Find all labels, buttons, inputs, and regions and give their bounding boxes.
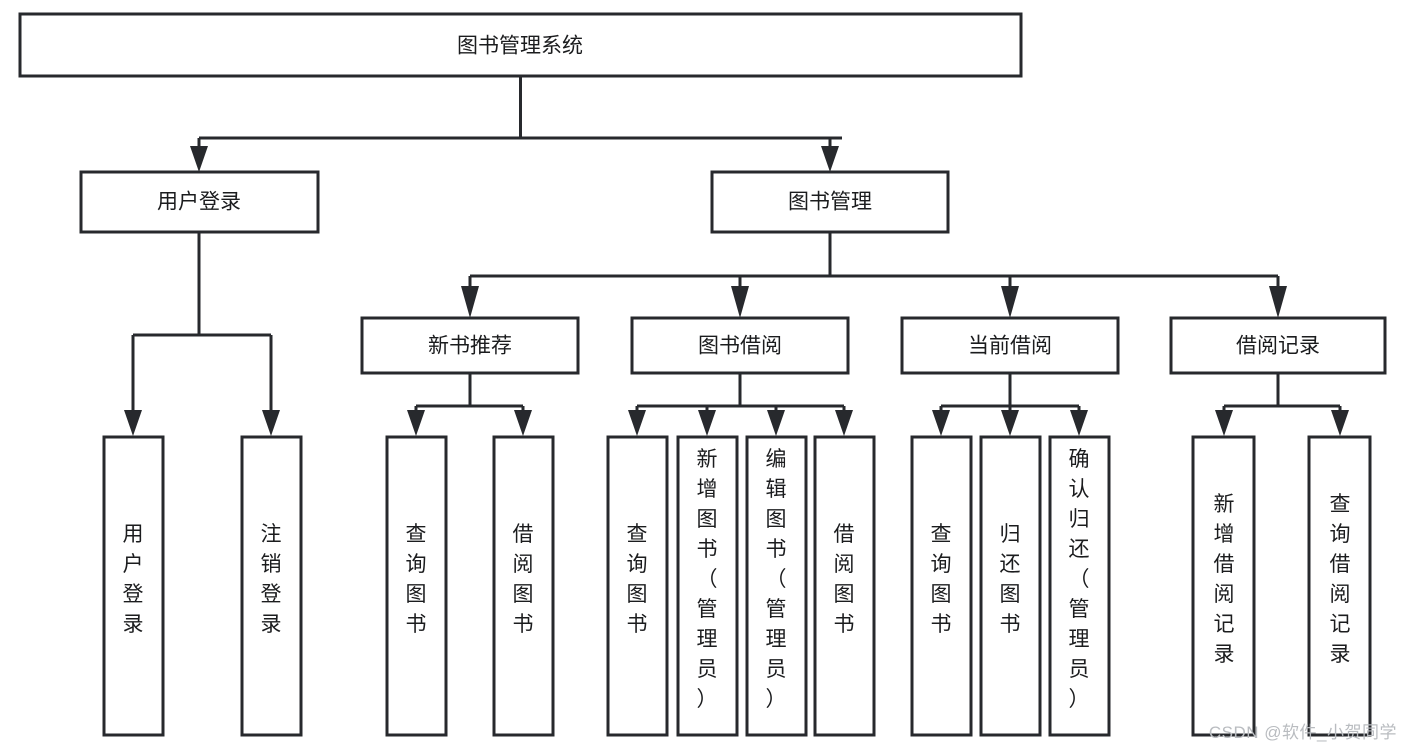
node-leaf-edit-book-label: 编辑图书（管理员） — [766, 448, 787, 711]
node-leaf-borrow-book-2[interactable]: 借阅图书 — [813, 435, 876, 737]
arrowhead-leaf-query-book-2 — [628, 410, 646, 436]
node-leaf-borrow-book-1-label: 借阅图书 — [513, 523, 534, 636]
node-borrow-record[interactable]: 借阅记录 — [1169, 316, 1387, 375]
node-book-manage-label: 图书管理 — [788, 191, 872, 214]
arrowhead-leaf-query-book-1 — [407, 410, 425, 436]
node-leaf-query-book-3[interactable]: 查询图书 — [910, 435, 973, 737]
arrowhead-leaf-add-record — [1215, 410, 1233, 436]
arrowhead-leaf-return-book — [1001, 410, 1019, 436]
arrowhead-leaf-add-book — [698, 410, 716, 436]
node-user-login[interactable]: 用户登录 — [79, 170, 320, 234]
node-book-borrow-box[interactable] — [630, 316, 850, 375]
node-leaf-confirm-return-label: 确认归还（管理员） — [1069, 448, 1090, 711]
arrowhead-book-manage — [821, 146, 839, 172]
node-leaf-borrow-book-2-box[interactable] — [813, 435, 876, 737]
arrowhead-current-borrow — [1001, 286, 1019, 318]
node-leaf-borrow-book-2-label: 借阅图书 — [834, 523, 855, 636]
arrowhead-leaf-query-record — [1331, 410, 1349, 436]
node-book-borrow-label: 图书借阅 — [698, 335, 782, 358]
node-leaf-query-book-1[interactable]: 查询图书 — [385, 435, 448, 737]
node-leaf-add-book[interactable]: 新增图书（管理员） — [676, 435, 739, 737]
node-leaf-user-login-label: 用户登录 — [123, 523, 144, 636]
node-leaf-query-book-1-box[interactable] — [385, 435, 448, 737]
arrowhead-leaf-edit-book — [767, 410, 785, 436]
node-leaf-borrow-book-1-box[interactable] — [492, 435, 555, 737]
node-leaf-query-book-2-label: 查询图书 — [627, 523, 648, 636]
node-leaf-return-book[interactable]: 归还图书 — [979, 435, 1042, 737]
node-leaf-user-logout-box[interactable] — [240, 435, 303, 737]
node-book-manage-box[interactable] — [710, 170, 950, 234]
arrowhead-new-book-recommend — [461, 286, 479, 318]
arrowhead-leaf-query-book-3 — [932, 410, 950, 436]
node-leaf-add-book-box[interactable] — [676, 435, 739, 737]
node-current-borrow-label: 当前借阅 — [968, 335, 1052, 358]
node-root-label: 图书管理系统 — [457, 35, 583, 58]
node-leaf-user-logout[interactable]: 注销登录 — [240, 435, 303, 737]
node-leaf-add-record[interactable]: 新增借阅记录 — [1191, 435, 1256, 737]
arrowhead-book-borrow — [731, 286, 749, 318]
connector-layer — [124, 76, 1349, 436]
node-new-book-recommend-box[interactable] — [360, 316, 580, 375]
node-leaf-query-record[interactable]: 查询借阅记录 — [1307, 435, 1372, 737]
node-leaf-add-book-label: 新增图书（管理员） — [697, 448, 718, 711]
node-leaf-query-book-1-label: 查询图书 — [406, 523, 427, 636]
node-leaf-query-book-3-box[interactable] — [910, 435, 973, 737]
node-current-borrow-box[interactable] — [900, 316, 1120, 375]
node-leaf-query-book-3-label: 查询图书 — [931, 523, 952, 636]
node-book-manage[interactable]: 图书管理 — [710, 170, 950, 234]
arrowhead-user-login — [190, 146, 208, 172]
node-leaf-edit-book[interactable]: 编辑图书（管理员） — [745, 435, 808, 737]
node-current-borrow[interactable]: 当前借阅 — [900, 316, 1120, 375]
node-leaf-return-book-box[interactable] — [979, 435, 1042, 737]
node-leaf-return-book-label: 归还图书 — [1000, 523, 1021, 636]
node-leaf-add-record-label: 新增借阅记录 — [1214, 493, 1235, 666]
node-leaf-borrow-book-1[interactable]: 借阅图书 — [492, 435, 555, 737]
node-user-login-label: 用户登录 — [157, 191, 241, 214]
node-leaf-query-record-label: 查询借阅记录 — [1330, 493, 1351, 666]
arrowhead-leaf-confirm-return — [1070, 410, 1088, 436]
arrowhead-leaf-user-login — [124, 410, 142, 436]
arrowhead-borrow-record — [1269, 286, 1287, 318]
node-leaf-confirm-return[interactable]: 确认归还（管理员） — [1048, 435, 1111, 737]
node-root[interactable]: 图书管理系统 — [18, 12, 1023, 78]
node-leaf-query-book-2[interactable]: 查询图书 — [606, 435, 669, 737]
node-user-login-box[interactable] — [79, 170, 320, 234]
node-leaf-user-login-box[interactable] — [102, 435, 165, 737]
arrowhead-leaf-borrow-book-2 — [835, 410, 853, 436]
node-root-box[interactable] — [18, 12, 1023, 78]
node-leaf-edit-book-box[interactable] — [745, 435, 808, 737]
node-book-borrow[interactable]: 图书借阅 — [630, 316, 850, 375]
node-leaf-user-logout-label: 注销登录 — [261, 523, 282, 636]
arrowhead-leaf-borrow-book-1 — [514, 410, 532, 436]
node-leaf-confirm-return-box[interactable] — [1048, 435, 1111, 737]
node-new-book-recommend-label: 新书推荐 — [428, 335, 512, 358]
node-borrow-record-label: 借阅记录 — [1236, 335, 1320, 358]
node-new-book-recommend[interactable]: 新书推荐 — [360, 316, 580, 375]
node-leaf-query-record-box[interactable] — [1307, 435, 1372, 737]
node-leaf-query-book-2-box[interactable] — [606, 435, 669, 737]
node-borrow-record-box[interactable] — [1169, 316, 1387, 375]
node-leaf-user-login[interactable]: 用户登录 — [102, 435, 165, 737]
node-leaf-add-record-box[interactable] — [1191, 435, 1256, 737]
arrowhead-leaf-user-logout — [262, 410, 280, 436]
